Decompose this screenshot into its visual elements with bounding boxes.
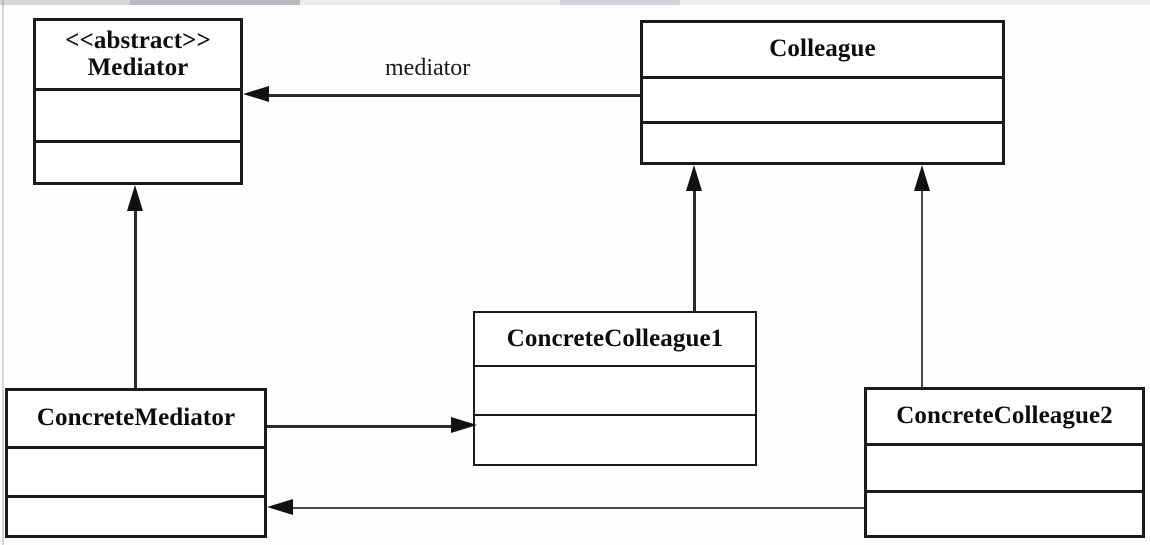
class-title-concrete-colleague-1: ConcreteColleague1 (506, 324, 724, 352)
arrow-head-concrete-mediator-to-mediator (127, 185, 143, 211)
uml-class-concrete-colleague-1[interactable]: ConcreteColleague1 (473, 311, 757, 466)
class-attributes-compartment-colleague (643, 76, 1002, 121)
class-title-concrete-mediator: ConcreteMediator (36, 404, 236, 432)
arrow-head-concrete-mediator-to-concrete-colleague-1 (451, 417, 477, 433)
relation-line-concrete-mediator-to-concrete-colleague-1[interactable] (267, 425, 453, 428)
class-operations-compartment-concrete-colleague-2 (867, 490, 1142, 535)
uml-class-concrete-mediator[interactable]: ConcreteMediator (5, 388, 267, 538)
class-name-compartment-mediator: <<abstract>> Mediator (36, 21, 240, 88)
class-attributes-compartment-concrete-colleague-1 (475, 365, 755, 414)
arrow-head-concrete-colleague-2-to-colleague (914, 165, 930, 191)
class-operations-compartment-concrete-mediator (8, 495, 264, 535)
arrow-head-concrete-colleague-1-to-colleague (686, 165, 702, 191)
scan-artifact-left (2, 0, 4, 545)
class-name-compartment-colleague: Colleague (643, 23, 1002, 76)
class-title-concrete-colleague-2: ConcreteColleague2 (896, 402, 1113, 430)
scan-artifact-top (0, 0, 1150, 5)
relation-line-concrete-colleague-2-to-colleague[interactable] (921, 183, 923, 387)
arrow-head-colleague-to-mediator (243, 86, 269, 102)
class-name-compartment-concrete-colleague-2: ConcreteColleague2 (867, 390, 1142, 443)
uml-class-mediator[interactable]: <<abstract>> Mediator (33, 18, 243, 185)
relation-label-mediator: mediator (385, 55, 471, 81)
class-operations-compartment-concrete-colleague-1 (475, 414, 755, 464)
class-name-compartment-concrete-mediator: ConcreteMediator (8, 391, 264, 446)
relation-line-colleague-to-mediator[interactable] (262, 94, 640, 97)
class-title-mediator: Mediator (87, 53, 189, 81)
relation-line-concrete-colleague-1-to-colleague[interactable] (693, 183, 696, 311)
class-attributes-compartment-concrete-colleague-2 (867, 443, 1142, 490)
class-operations-compartment-mediator (36, 140, 240, 182)
class-stereotype-mediator: <<abstract>> (65, 27, 211, 54)
class-attributes-compartment-mediator (36, 88, 240, 140)
class-title-colleague: Colleague (769, 35, 876, 63)
uml-class-colleague[interactable]: Colleague (640, 20, 1005, 165)
relation-line-concrete-colleague-2-to-concrete-mediator[interactable] (286, 507, 864, 509)
uml-class-concrete-colleague-2[interactable]: ConcreteColleague2 (864, 387, 1145, 538)
class-name-compartment-concrete-colleague-1: ConcreteColleague1 (475, 313, 755, 365)
class-operations-compartment-colleague (643, 121, 1002, 162)
arrow-head-concrete-colleague-2-to-concrete-mediator (267, 499, 293, 515)
class-attributes-compartment-concrete-mediator (8, 446, 264, 495)
relation-line-concrete-mediator-to-mediator[interactable] (134, 203, 137, 388)
